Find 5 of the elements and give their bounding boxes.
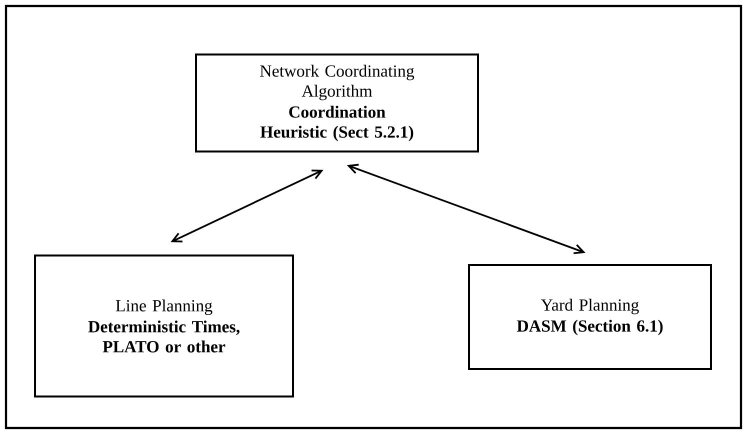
process-box: Yard Planning DASM (Section 6.1) <box>468 264 712 370</box>
double-arrow <box>170 170 324 242</box>
process-box: Network Coordinating Algorithm Coordination Heuristic (Sect 5.2.1) <box>195 54 479 152</box>
process-box: Line Planning Deterministic Times, PLATO or other <box>34 254 294 398</box>
double-arrow <box>346 164 586 254</box>
